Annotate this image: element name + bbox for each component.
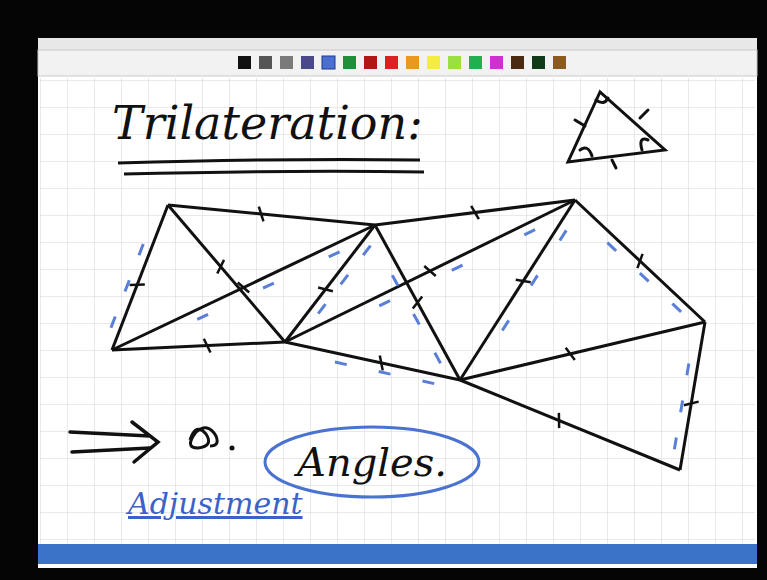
palette-swatch xyxy=(259,56,272,69)
network-line xyxy=(285,225,375,342)
palette-swatch xyxy=(385,56,398,69)
palette-swatch xyxy=(364,56,377,69)
blue-dash xyxy=(502,320,508,330)
tick-mark xyxy=(684,402,699,406)
tick-mark xyxy=(566,348,575,360)
blue-dash xyxy=(607,243,616,251)
title-underline xyxy=(118,159,420,163)
implies-arrow xyxy=(70,422,158,462)
tick-mark xyxy=(238,282,249,292)
palette-swatch xyxy=(406,56,419,69)
blue-dash xyxy=(197,314,208,319)
blue-dash xyxy=(674,437,676,449)
blue-dash xyxy=(379,372,391,375)
status-bar xyxy=(38,544,757,564)
network-line xyxy=(168,205,285,342)
network-line xyxy=(575,200,705,322)
tick-mark xyxy=(637,254,642,268)
app-window xyxy=(38,38,757,568)
blue-dash xyxy=(335,362,347,365)
network-line xyxy=(375,200,575,225)
blue-dash xyxy=(329,252,340,257)
tick-mark xyxy=(259,207,264,222)
blue-dash xyxy=(318,304,325,314)
palette-swatch xyxy=(469,56,482,69)
network-line xyxy=(460,322,705,380)
tool-bar xyxy=(38,50,757,76)
handwritten-note: Adjustment xyxy=(128,486,303,521)
blue-dash xyxy=(379,301,390,306)
network-line xyxy=(285,342,460,380)
scribble xyxy=(190,428,217,448)
reference-triangle xyxy=(568,92,665,168)
palette-swatch xyxy=(490,56,503,69)
tick-mark xyxy=(380,355,383,370)
blue-dash xyxy=(341,275,348,285)
blue-dash xyxy=(687,363,689,375)
title-underline xyxy=(124,171,424,174)
tick-mark xyxy=(516,280,531,282)
tick-mark xyxy=(318,287,333,291)
network-line xyxy=(680,322,705,470)
tick-mark xyxy=(424,266,436,276)
blue-dash xyxy=(392,275,398,286)
blue-dash xyxy=(640,273,649,281)
palette-swatch xyxy=(322,56,335,69)
palette-swatch xyxy=(511,56,524,69)
palette-swatch xyxy=(448,56,461,69)
blue-dash xyxy=(672,304,681,312)
tick-mark xyxy=(558,413,561,428)
blue-dash xyxy=(452,265,463,270)
blue-dash xyxy=(263,283,274,288)
blue-dash xyxy=(139,244,143,255)
dot xyxy=(230,446,235,451)
blue-dash xyxy=(363,246,370,256)
palette-swatch xyxy=(301,56,314,69)
network-line xyxy=(168,205,375,225)
palette-swatch xyxy=(343,56,356,69)
blue-dash xyxy=(125,280,129,291)
grid-paper xyxy=(40,78,755,544)
menu-bar xyxy=(38,38,757,50)
blue-dash xyxy=(531,275,537,285)
network-line xyxy=(112,225,375,350)
blue-dash xyxy=(560,230,566,240)
blue-dash xyxy=(435,353,441,364)
blue-dash xyxy=(422,381,434,384)
tick-mark xyxy=(217,260,224,274)
blue-dash xyxy=(414,314,420,325)
palette-swatch xyxy=(532,56,545,69)
blue-dash xyxy=(111,317,115,328)
network-line xyxy=(460,380,680,470)
tick-mark xyxy=(413,297,422,309)
palette-swatch xyxy=(427,56,440,69)
tick-mark xyxy=(471,206,479,219)
network-line xyxy=(375,225,460,380)
palette-swatch xyxy=(553,56,566,69)
palette-swatch xyxy=(238,56,251,69)
network-line xyxy=(285,200,575,342)
node-text: Angles. xyxy=(262,439,482,485)
tick-mark xyxy=(130,283,145,286)
network-line xyxy=(112,342,285,350)
title: Trilateration: xyxy=(112,96,423,150)
network-line xyxy=(460,200,575,380)
tick-mark xyxy=(204,339,211,353)
color-palette xyxy=(238,56,566,69)
palette-swatch xyxy=(280,56,293,69)
blue-dash xyxy=(524,230,535,235)
blue-dash xyxy=(681,400,683,412)
